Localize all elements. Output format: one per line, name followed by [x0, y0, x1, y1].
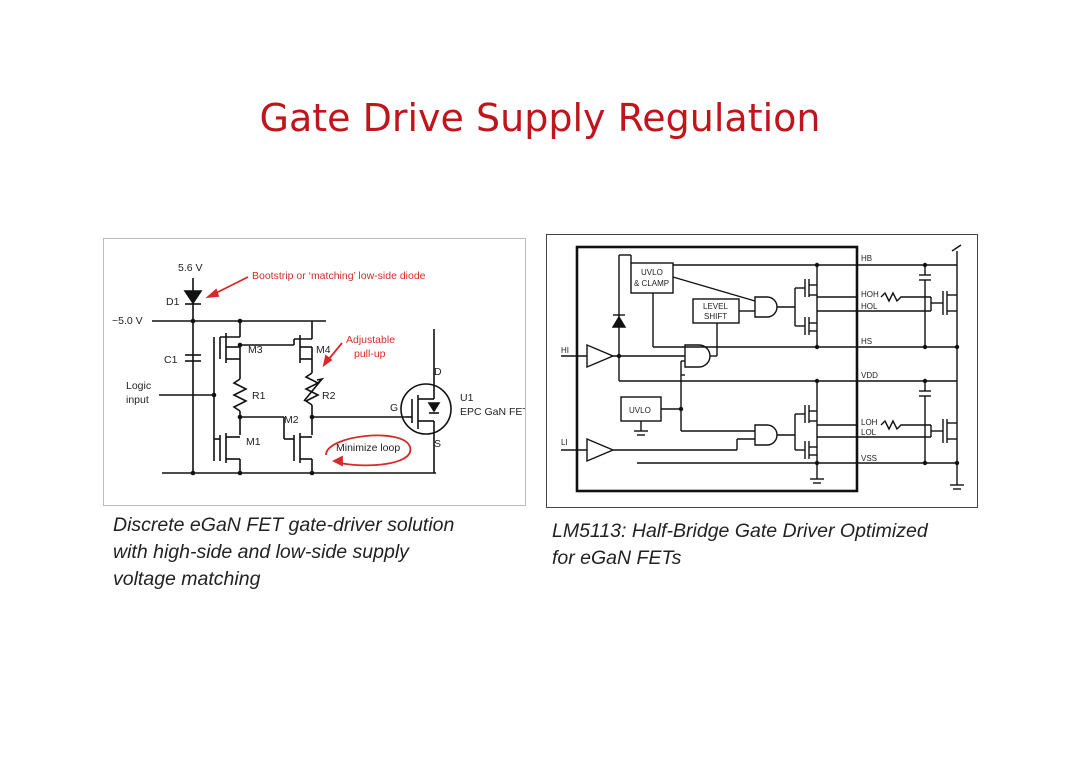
lm5113-diagram: UVLO & CLAMP LEVEL SHIFT UVLO HB HOH HOL… — [546, 234, 978, 508]
pin-vss: VSS — [861, 454, 877, 463]
label-input: input — [126, 394, 149, 406]
label-5v6: 5.6 V — [178, 262, 203, 274]
label-gate: G — [390, 402, 398, 414]
annotation-labels: Bootstrip or ‘matching’ low-side diode A… — [252, 270, 426, 360]
annotation-pullup: pull-up — [354, 348, 386, 360]
block-uvlo-clamp-1: UVLO — [641, 268, 663, 277]
pin-hb: HB — [861, 254, 872, 263]
pin-loh: LOH — [861, 418, 878, 427]
annotation-adjustable: Adjustable — [346, 334, 395, 346]
pin-lol: LOL — [861, 428, 877, 437]
annotation-bootstrip: Bootstrip or ‘matching’ low-side diode — [252, 270, 426, 282]
page-title: Gate Drive Supply Regulation — [259, 96, 821, 140]
block-level-shift-2: SHIFT — [704, 312, 727, 321]
block-diagram-wires — [561, 244, 964, 493]
left-caption-line-3: voltage matching — [113, 568, 261, 590]
annotation-minimize-loop: Minimize loop — [336, 442, 400, 454]
right-caption-line-2: for eGaN FETs — [552, 547, 682, 569]
annotation-arrows — [205, 276, 411, 467]
label-r1: R1 — [252, 390, 266, 402]
pin-hi: HI — [561, 346, 569, 355]
label-r2: R2 — [322, 390, 336, 402]
discrete-driver-diagram: 5.6 V D1 ~5.0 V C1 Logic input M3 M4 R1 … — [103, 238, 529, 506]
label-epc: EPC GaN FET — [460, 406, 525, 418]
block-labels: UVLO & CLAMP LEVEL SHIFT UVLO HB HOH HOL… — [561, 254, 879, 463]
pin-li: LI — [561, 438, 568, 447]
label-u1: U1 — [460, 392, 474, 404]
lm5113-block-diagram: UVLO & CLAMP LEVEL SHIFT UVLO HB HOH HOL… — [561, 244, 964, 493]
block-junction-dots — [616, 262, 960, 466]
block-uvlo-clamp-2: & CLAMP — [634, 279, 669, 288]
label-d1: D1 — [166, 296, 180, 308]
schematic-labels: 5.6 V D1 ~5.0 V C1 Logic input M3 M4 R1 … — [112, 262, 529, 450]
schematic-wires — [152, 278, 452, 474]
discrete-driver-schematic: 5.6 V D1 ~5.0 V C1 Logic input M3 M4 R1 … — [112, 262, 529, 476]
block-level-shift-1: LEVEL — [703, 302, 728, 311]
label-source: S — [434, 438, 441, 450]
right-caption: LM5113: Half-Bridge Gate Driver Optimize… — [552, 518, 982, 572]
label-m2: M2 — [284, 414, 299, 426]
junction-dots — [190, 318, 315, 476]
label-5v0: ~5.0 V — [112, 315, 143, 327]
label-drain: D — [434, 366, 442, 378]
left-caption-line-2: with high-side and low-side supply — [113, 541, 409, 563]
block-uvlo: UVLO — [629, 406, 651, 415]
label-m3: M3 — [248, 344, 263, 356]
left-caption: Discrete eGaN FET gate-driver solution w… — [113, 512, 513, 593]
label-c1: C1 — [164, 354, 178, 366]
label-logic: Logic — [126, 380, 151, 392]
pin-hs: HS — [861, 337, 872, 346]
pin-hoh: HOH — [861, 290, 879, 299]
pin-hol: HOL — [861, 302, 878, 311]
right-caption-line-1: LM5113: Half-Bridge Gate Driver Optimize… — [552, 520, 928, 542]
label-m4: M4 — [316, 344, 331, 356]
left-caption-line-1: Discrete eGaN FET gate-driver solution — [113, 514, 455, 536]
pin-vdd: VDD — [861, 371, 878, 380]
label-m1: M1 — [246, 436, 261, 448]
